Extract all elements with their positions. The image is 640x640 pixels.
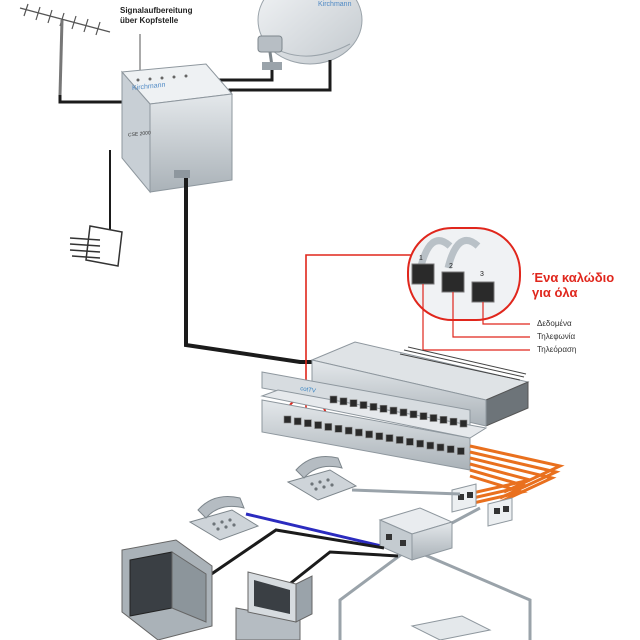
patch-port [344, 426, 353, 435]
switch-port [409, 410, 418, 419]
switch-port [379, 404, 388, 413]
computer [235, 571, 313, 640]
patch-port [426, 441, 435, 450]
headend-caption-line-1: Signalaufbereitung [120, 6, 193, 15]
callout-title-line-2: για όλα [532, 285, 578, 300]
service-label-data: Δεδομένα [537, 319, 572, 328]
patch-port [324, 423, 333, 431]
port-number-2: 2 [449, 263, 453, 270]
switch-port [459, 419, 468, 428]
headend-caption-line-2: über Kopfstelle [120, 16, 179, 25]
headend-model: CSE 2000 [128, 130, 151, 138]
switch-port [429, 414, 438, 422]
patch-port [446, 445, 455, 454]
patch-port [304, 419, 312, 428]
satellite-dish: Kirchmann [257, 0, 363, 70]
switch-port [369, 403, 378, 411]
phone-line-cable [245, 512, 391, 550]
patch-port [283, 415, 292, 424]
patch-port [395, 436, 404, 444]
switch-port [419, 412, 428, 420]
television [121, 539, 213, 640]
wall-data-outlet-2 [487, 497, 513, 527]
switch-port [449, 417, 458, 426]
data-link-cables [459, 444, 565, 508]
trunk-coax-cable [184, 178, 318, 364]
headend-caption: Signalaufbereitung über Kopfstelle [120, 6, 240, 26]
headend-brand: Kirchmann [132, 82, 165, 92]
service-label-television: Τηλεόραση [537, 345, 577, 354]
dish-brand: Kirchmann [318, 1, 352, 8]
switch-port [349, 399, 358, 408]
coax-to-devices [209, 528, 399, 592]
patch-port [416, 439, 424, 448]
callout-port-detail: 1 2 3 [407, 227, 521, 321]
port-number-3: 3 [480, 271, 484, 278]
wall-data-outlet-1 [451, 483, 477, 513]
terrestrial-antenna [19, 3, 111, 96]
antenna-cable [58, 95, 122, 104]
telephone-2 [188, 496, 260, 541]
patch-port [334, 424, 343, 433]
rack-ports [283, 395, 468, 455]
media-converter [378, 507, 454, 561]
switch-port [439, 416, 448, 424]
headend-unit: Kirchmann CSE 2000 [120, 63, 233, 194]
patch-port [457, 447, 465, 455]
patch-port [375, 432, 384, 441]
switch-port [399, 408, 408, 417]
wall-splitter [69, 225, 123, 267]
port-number-1: 1 [419, 255, 423, 262]
service-label-telephony: Τηλεφωνία [537, 332, 576, 341]
set-top-device [410, 615, 492, 640]
patch-port [355, 428, 363, 437]
callout-title: Ένα καλώδιο για όλα [532, 270, 640, 300]
telephone-1 [286, 456, 358, 501]
patch-port [385, 434, 394, 442]
patch-port [436, 443, 445, 452]
switch-port [389, 406, 398, 415]
callout-leader [305, 254, 412, 415]
switch-port [339, 397, 348, 406]
patch-panel-brand: cotTV [300, 386, 316, 395]
switch-port [329, 395, 338, 404]
callout-title-line-1: Ένα καλώδιο [532, 270, 615, 285]
patch-port [365, 430, 373, 439]
switch-port [359, 401, 368, 409]
patch-port [314, 421, 322, 429]
patch-port [293, 417, 302, 426]
patch-port [406, 438, 414, 446]
